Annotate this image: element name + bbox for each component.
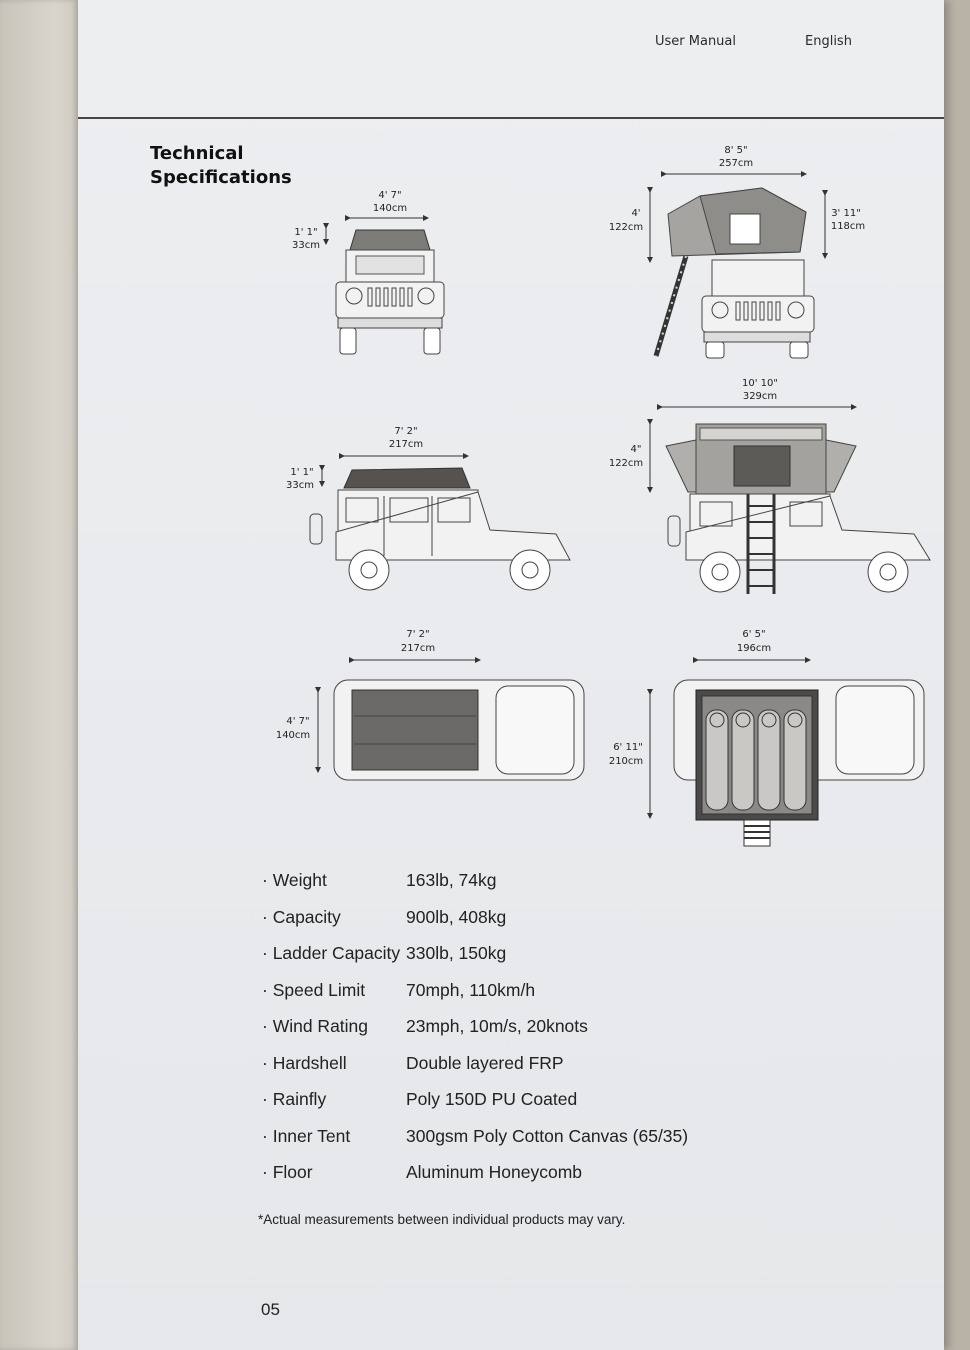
page-title: Technical Specifications (150, 142, 292, 190)
dim-label: 196cm (737, 643, 771, 654)
header-manual-label: User Manual (655, 34, 737, 49)
dim-label: 122cm (609, 458, 643, 469)
measurement-note: *Actual measurements between individual … (258, 1212, 626, 1227)
front-view-closed-diagram: 4' 7" 140cm 1' 1" 33cm (292, 190, 445, 355)
spec-value: 300gsm Poly Cotton Canvas (65/35) (406, 1125, 689, 1146)
side-view-closed-diagram: 7' 2" 217cm 1' 1" 33cm (286, 426, 571, 591)
spec-label: Wind Rating (272, 1016, 369, 1036)
dim-label: 4" (631, 444, 642, 455)
left-page-edge (0, 0, 78, 1350)
dim-label: 122cm (609, 222, 643, 233)
spec-label: Weight (272, 870, 327, 890)
dim-label: 33cm (292, 240, 320, 251)
spec-value: Aluminum Honeycomb (406, 1162, 583, 1182)
dim-label: 140cm (373, 203, 407, 214)
spec-label: Capacity (272, 906, 341, 927)
dim-label: 6' 11" (613, 742, 643, 753)
dim-label: 33cm (286, 480, 314, 491)
spec-label: Rainfly (272, 1089, 327, 1109)
dim-label: 4' (631, 208, 640, 219)
spec-label: Ladder Capacity (272, 943, 401, 963)
spec-value: 900lb, 408kg (406, 906, 507, 927)
dim-label: 217cm (401, 643, 435, 654)
dim-label: 4' 7" (286, 716, 309, 727)
dim-label: 10' 10" (742, 378, 778, 389)
top-view-open-diagram: 6' 5" 196cm 6' 11" 210cm (609, 629, 925, 847)
dim-label: 8' 5" (724, 145, 747, 156)
spec-value: Double layered FRP (406, 1052, 564, 1073)
spec-value: 23mph, 10m/s, 20knots (406, 1016, 588, 1036)
side-view-open-diagram: 10' 10" 329cm 4" 122cm (609, 378, 931, 594)
dimension-diagrams: 4' 7" 140cm 1' 1" 33cm 8' 5" 257cm 4' 12… (276, 145, 931, 847)
dim-label: 7' 2" (406, 629, 429, 640)
dim-label: 3' 11" (831, 208, 861, 219)
title-line-1: Technical (150, 143, 244, 164)
dim-label: 7' 2" (394, 426, 417, 437)
front-view-open-diagram: 8' 5" 257cm 4' 122cm 3' 11" 118cm (609, 145, 865, 359)
spec-value: Poly 150D PU Coated (406, 1089, 578, 1109)
title-line-2: Specifications (150, 167, 292, 188)
dim-label: 1' 1" (290, 467, 313, 478)
dim-label: 118cm (831, 221, 865, 232)
dim-label: 257cm (719, 158, 753, 169)
dim-label: 4' 7" (378, 190, 401, 201)
dim-label: 1' 1" (294, 227, 317, 238)
spec-value: 163lb, 74kg (406, 870, 497, 890)
top-view-closed-diagram: 7' 2" 217cm 4' 7" 140cm (276, 629, 585, 781)
dim-label: 140cm (276, 730, 310, 741)
spec-label: Hardshell (272, 1052, 347, 1073)
header-language-label: English (805, 34, 852, 49)
spec-label: Speed Limit (272, 979, 366, 1000)
page-number: 05 (261, 1300, 280, 1319)
header-rule (78, 117, 944, 119)
dim-label: 217cm (389, 439, 423, 450)
spec-label: Inner Tent (272, 1125, 351, 1146)
spec-value: 70mph, 110km/h (406, 979, 536, 1000)
dim-label: 329cm (743, 391, 777, 402)
dim-label: 6' 5" (742, 629, 765, 640)
spec-label: Floor (272, 1162, 313, 1182)
spec-value: 330lb, 150kg (406, 943, 507, 963)
dim-label: 210cm (609, 756, 643, 767)
